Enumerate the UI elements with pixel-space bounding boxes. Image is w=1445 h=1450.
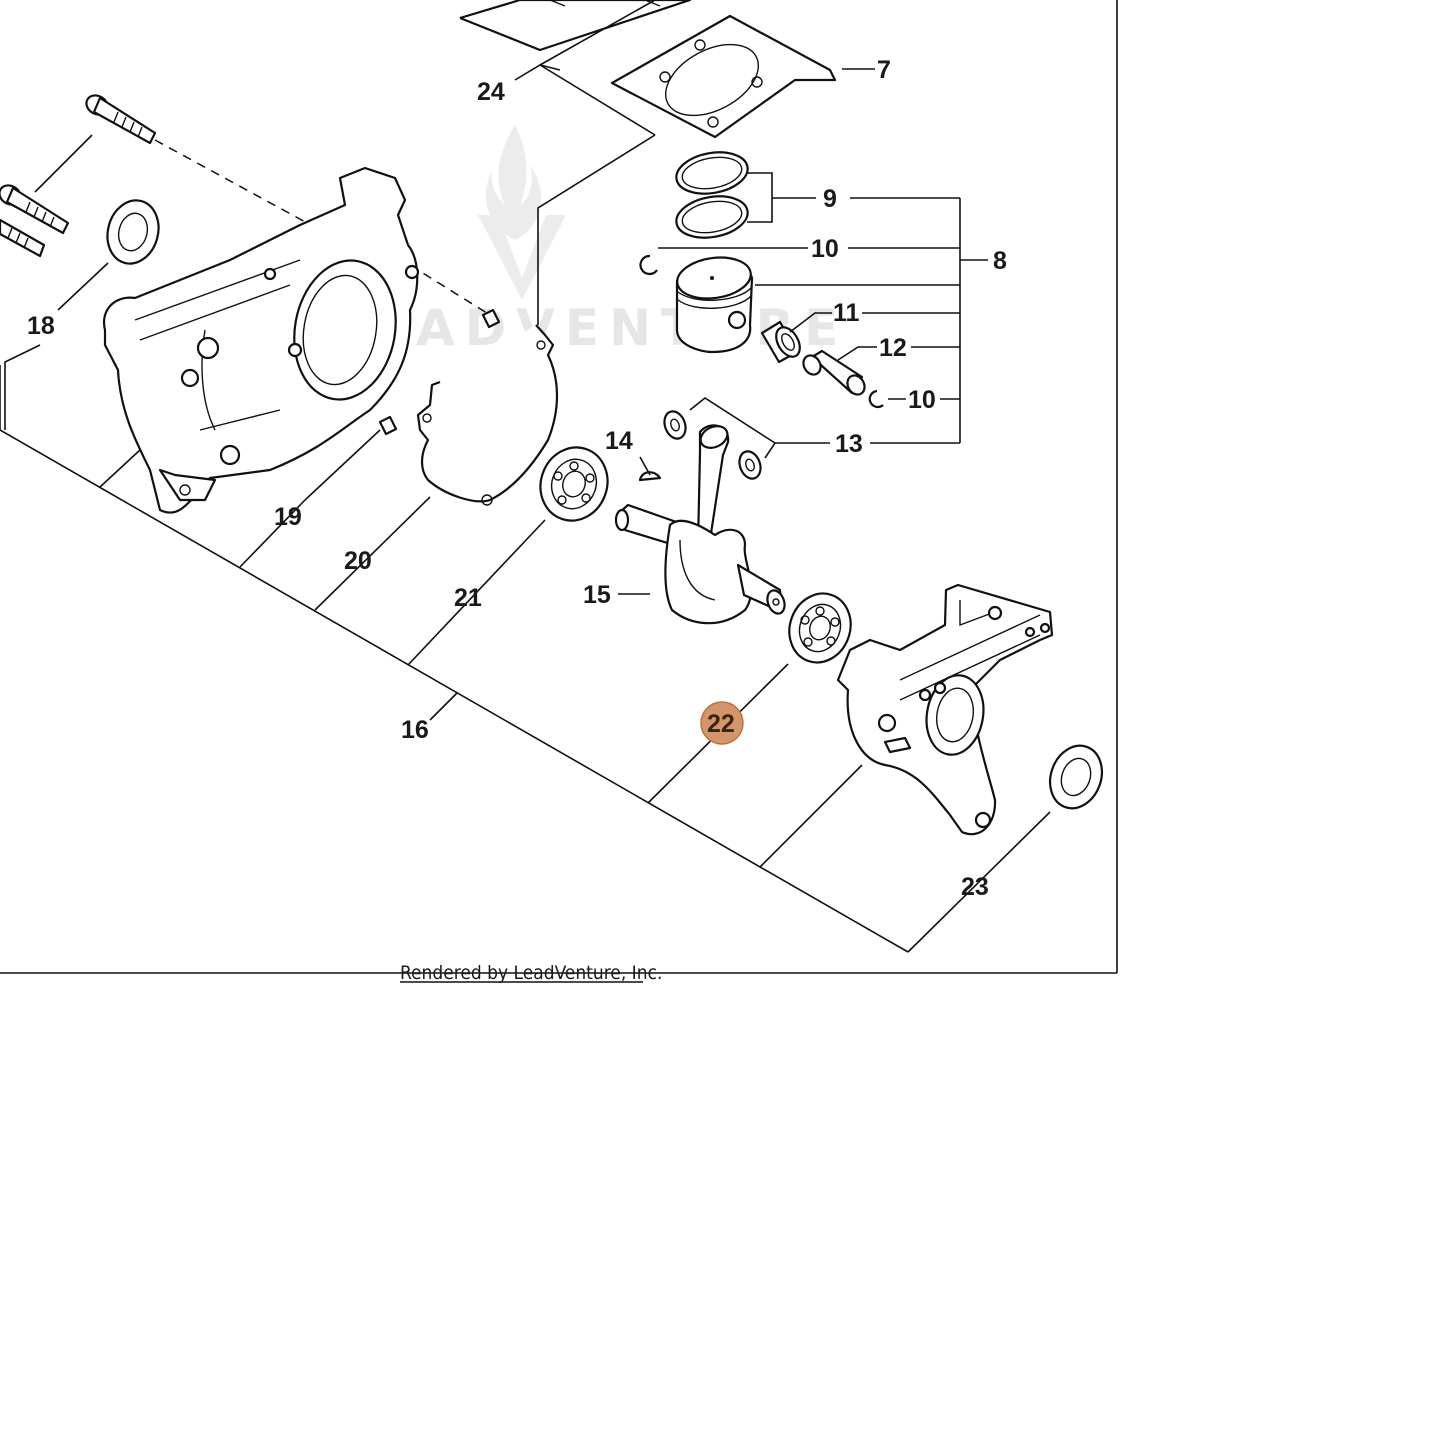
part-20-crankcase-gasket [416,324,559,506]
callout-11[interactable]: 11 [833,299,860,327]
part-9-piston-rings [675,151,749,239]
part-15-crankshaft [614,424,786,625]
part-14-woodruff-key [638,471,662,482]
callout-8[interactable]: 8 [993,247,1007,275]
callout-12[interactable]: 12 [879,334,907,362]
part-24-cylinder-cover [459,0,692,52]
part-8-piston [675,256,754,354]
watermark-flame-logo [478,125,566,300]
crankcase-half-right [836,583,1054,836]
part-23-oil-seal [1048,744,1104,810]
render-credit: Rendered by LeadVenture, Inc. [400,962,662,984]
part-11-needle-bearing [760,320,801,364]
leader-lines [0,0,1051,953]
part-12-piston-pin [802,349,866,396]
dowel-pins [378,264,501,436]
screw-upper [85,94,157,145]
callout-7[interactable]: 7 [877,56,891,84]
callout-23[interactable]: 23 [961,873,989,901]
callout-21[interactable]: 21 [454,584,482,612]
callout-19[interactable]: 19 [274,503,302,531]
crankcase-screws [0,94,321,258]
diagram-frame [0,0,1118,974]
part-10-circlip-upper [639,254,658,276]
callout-24[interactable]: 24 [477,78,505,106]
screw-middle [0,184,70,235]
part-7-cylinder-gasket [610,14,837,139]
callout-15[interactable]: 15 [583,581,611,609]
callout-13[interactable]: 13 [835,430,863,458]
callout-9[interactable]: 9 [823,185,837,213]
crankcase-half-left [102,166,420,514]
watermark: LEADVENTURE [330,125,848,357]
part-18-oil-seal [106,199,160,265]
callout-18[interactable]: 18 [27,312,55,340]
callout-20[interactable]: 20 [344,547,372,575]
callout-labels: 7 8 9 10 10 11 12 13 14 15 16 18 19 20 2… [27,56,1007,901]
callout-16[interactable]: 16 [401,716,429,744]
part-10-circlip-lower [868,389,884,408]
part-22-ball-bearing [788,592,852,664]
callout-10-upper[interactable]: 10 [811,235,839,263]
callout-22[interactable]: 22 [707,710,735,738]
watermark-text: LEADVENTURE [330,299,848,357]
callout-22-highlight[interactable] [700,701,744,745]
callout-14[interactable]: 14 [605,427,633,455]
callout-10-lower[interactable]: 10 [908,386,936,414]
part-13-thrust-washers [663,410,762,480]
screw-lower [0,218,46,258]
part-21-ball-bearing [539,446,609,522]
